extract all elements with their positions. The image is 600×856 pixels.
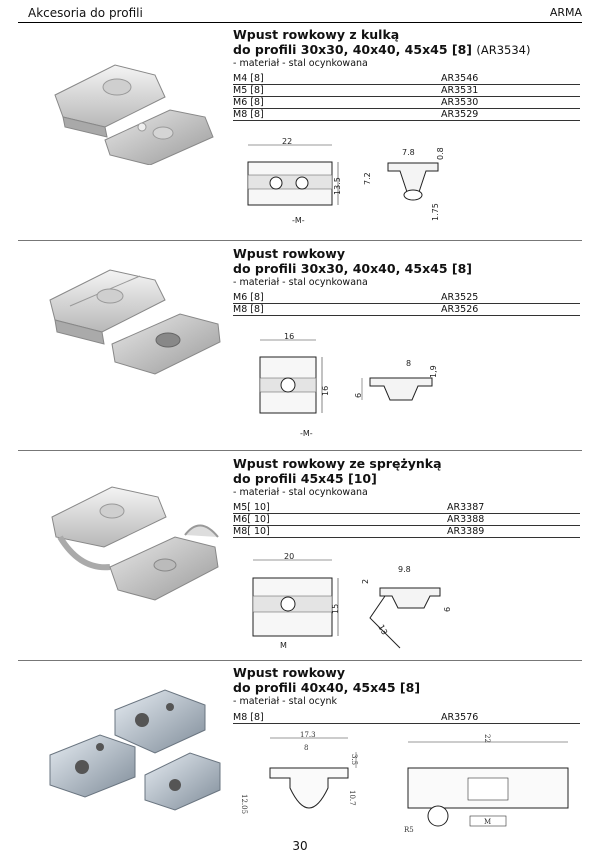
product-photo-2 [49, 269, 221, 375]
dim-height: 15 [331, 604, 340, 614]
header-rule [18, 22, 582, 23]
product-title-4-line1: Wpust rowkowy [233, 665, 345, 680]
header-brand: ARMA [549, 6, 582, 19]
variant-size: M6[ 10] [233, 514, 270, 525]
product-photo-3 [51, 486, 219, 601]
dim-depth: 7.2 [363, 172, 372, 185]
dim-dia: R5 [404, 826, 414, 834]
table-row: M5 [8] AR3531 [233, 85, 580, 97]
dim-spring: 13 [376, 623, 389, 636]
dim-width: 20 [284, 552, 294, 561]
dim-top: 7.8 [402, 148, 415, 157]
variant-code: AR3525 [441, 292, 479, 303]
dim-m: -M- [300, 429, 313, 438]
variant-size: M8 [8] [233, 712, 264, 723]
variant-size: M6 [8] [233, 97, 264, 108]
product-photo-1 [54, 64, 214, 165]
table-row: M8[ 10] AR3389 [233, 526, 580, 538]
dim-m: -M- [292, 216, 305, 225]
header-section-title: Akcesoria do profili [28, 6, 143, 20]
variant-size: M8 [8] [233, 304, 264, 315]
dim-m: M [484, 818, 491, 826]
table-row: M6 [8] AR3525 [233, 292, 580, 304]
table-row: M5[ 10] AR3387 [233, 502, 580, 514]
section-divider [18, 450, 582, 451]
variant-size: M6 [8] [233, 292, 264, 303]
variant-code: AR3526 [441, 304, 479, 315]
product-title-3: Wpust rowkowy ze sprężynką do profili 45… [233, 456, 442, 486]
variant-code: AR3531 [441, 85, 479, 96]
product-title-2-line1: Wpust rowkowy [233, 246, 345, 261]
dim-height: 13.5 [333, 177, 342, 195]
product-title-2-line2: do profili 30x30, 40x40, 45x45 [8] [233, 261, 473, 276]
dim-h2: 10.7 [348, 790, 356, 806]
product-title-2: Wpust rowkowy do profili 30x30, 40x40, 4… [233, 246, 472, 276]
product-title-4: Wpust rowkowy do profili 40x40, 45x45 [8… [233, 665, 420, 695]
dim-length: 22 [483, 734, 491, 743]
technical-drawing-1: 22 13.5 -M- 7.8 0.8 7.2 1.75 [247, 137, 445, 225]
variant-size: M5 [8] [233, 85, 264, 96]
product-material-4: - materiał - stal ocynk [233, 696, 337, 707]
product-title-1-line1: Wpust rowkowy z kulką [233, 27, 400, 42]
variant-code: AR3529 [441, 109, 479, 120]
product-title-1-profiles: do profili 30x30, 40x40, 45x45 [8] [233, 42, 473, 57]
product-title-3-line2: do profili 45x45 [10] [233, 471, 377, 486]
product-title-3-line1: Wpust rowkowy ze sprężynką [233, 456, 442, 471]
product-material-3: - materiał - stal ocynkowana [233, 487, 368, 498]
variant-size: M8[ 10] [233, 526, 270, 537]
dim-top: 8 [406, 359, 411, 368]
variant-code: AR3546 [441, 73, 479, 84]
technical-drawing-2: 16 16 -M- 6 8 1,9 [259, 332, 438, 438]
product-material-2: - materiał - stal ocynkowana [233, 277, 368, 288]
dim-lip: 2 [361, 579, 370, 584]
variant-size: M4 [8] [233, 73, 264, 84]
table-row: M6 [8] AR3530 [233, 97, 580, 109]
variant-code: AR3387 [447, 502, 485, 513]
product-title-1-code: (AR3534) [476, 43, 531, 57]
dim-top: 17.3 [300, 731, 316, 739]
product-title-4-line2: do profili 40x40, 45x45 [8] [233, 680, 421, 695]
variant-code: AR3388 [447, 514, 485, 525]
product-photo-4 [49, 689, 221, 811]
dim-m: M [280, 641, 287, 650]
dim-neck: 8 [304, 744, 308, 752]
dim-depth: 6 [443, 607, 452, 612]
variant-size: M5[ 10] [233, 502, 270, 513]
section-divider [18, 660, 582, 661]
variant-code: AR3530 [441, 97, 479, 108]
dim-height: 16 [321, 386, 330, 396]
product-material-1: - materiał - stal ocynkowana [233, 58, 368, 69]
table-row: M6[ 10] AR3388 [233, 514, 580, 526]
product-title-1: Wpust rowkowy z kulką do profili 30x30, … [233, 27, 530, 58]
technical-drawing-3: 20 15 M 9.8 2 6 13 [252, 552, 452, 650]
dim-ball: 1.75 [431, 203, 440, 221]
table-row: M8 [8] AR3526 [233, 304, 580, 316]
dim-lip: 3.5 [350, 754, 358, 765]
dim-lip: 1,9 [429, 365, 438, 378]
table-row: M4 [8] AR3546 [233, 73, 580, 85]
page-number: 30 [292, 839, 308, 853]
dim-width: 16 [284, 332, 294, 341]
variant-size: M8 [8] [233, 109, 264, 120]
dim-depth: 6 [354, 393, 363, 398]
dim-h1: 12.05 [240, 794, 248, 814]
dim-width: 22 [282, 137, 292, 146]
section-divider [18, 240, 582, 241]
variant-code: AR3576 [441, 712, 479, 723]
variant-table-2: M6 [8] AR3525 M8 [8] AR3526 [233, 292, 580, 316]
dim-lip: 0.8 [436, 147, 445, 160]
variant-table-3: M5[ 10] AR3387 M6[ 10] AR3388 M8[ 10] AR338… [233, 502, 580, 538]
variant-table-4: M8 [8] AR3576 [233, 712, 580, 724]
dim-top: 9.8 [398, 565, 411, 574]
variant-table-1: M4 [8] AR3546 M5 [8] AR3531 M6 [8] AR3530 M… [233, 73, 580, 121]
product-title-1-line2: do profili 30x30, 40x40, 45x45 [8] (AR35… [233, 42, 530, 58]
variant-code: AR3389 [447, 526, 485, 537]
table-row: M8 [8] AR3529 [233, 109, 580, 121]
table-row: M8 [8] AR3576 [233, 712, 580, 724]
technical-drawing-4: 17.3 8 3.5 12.05 10.7 22 R5 M [240, 731, 569, 834]
